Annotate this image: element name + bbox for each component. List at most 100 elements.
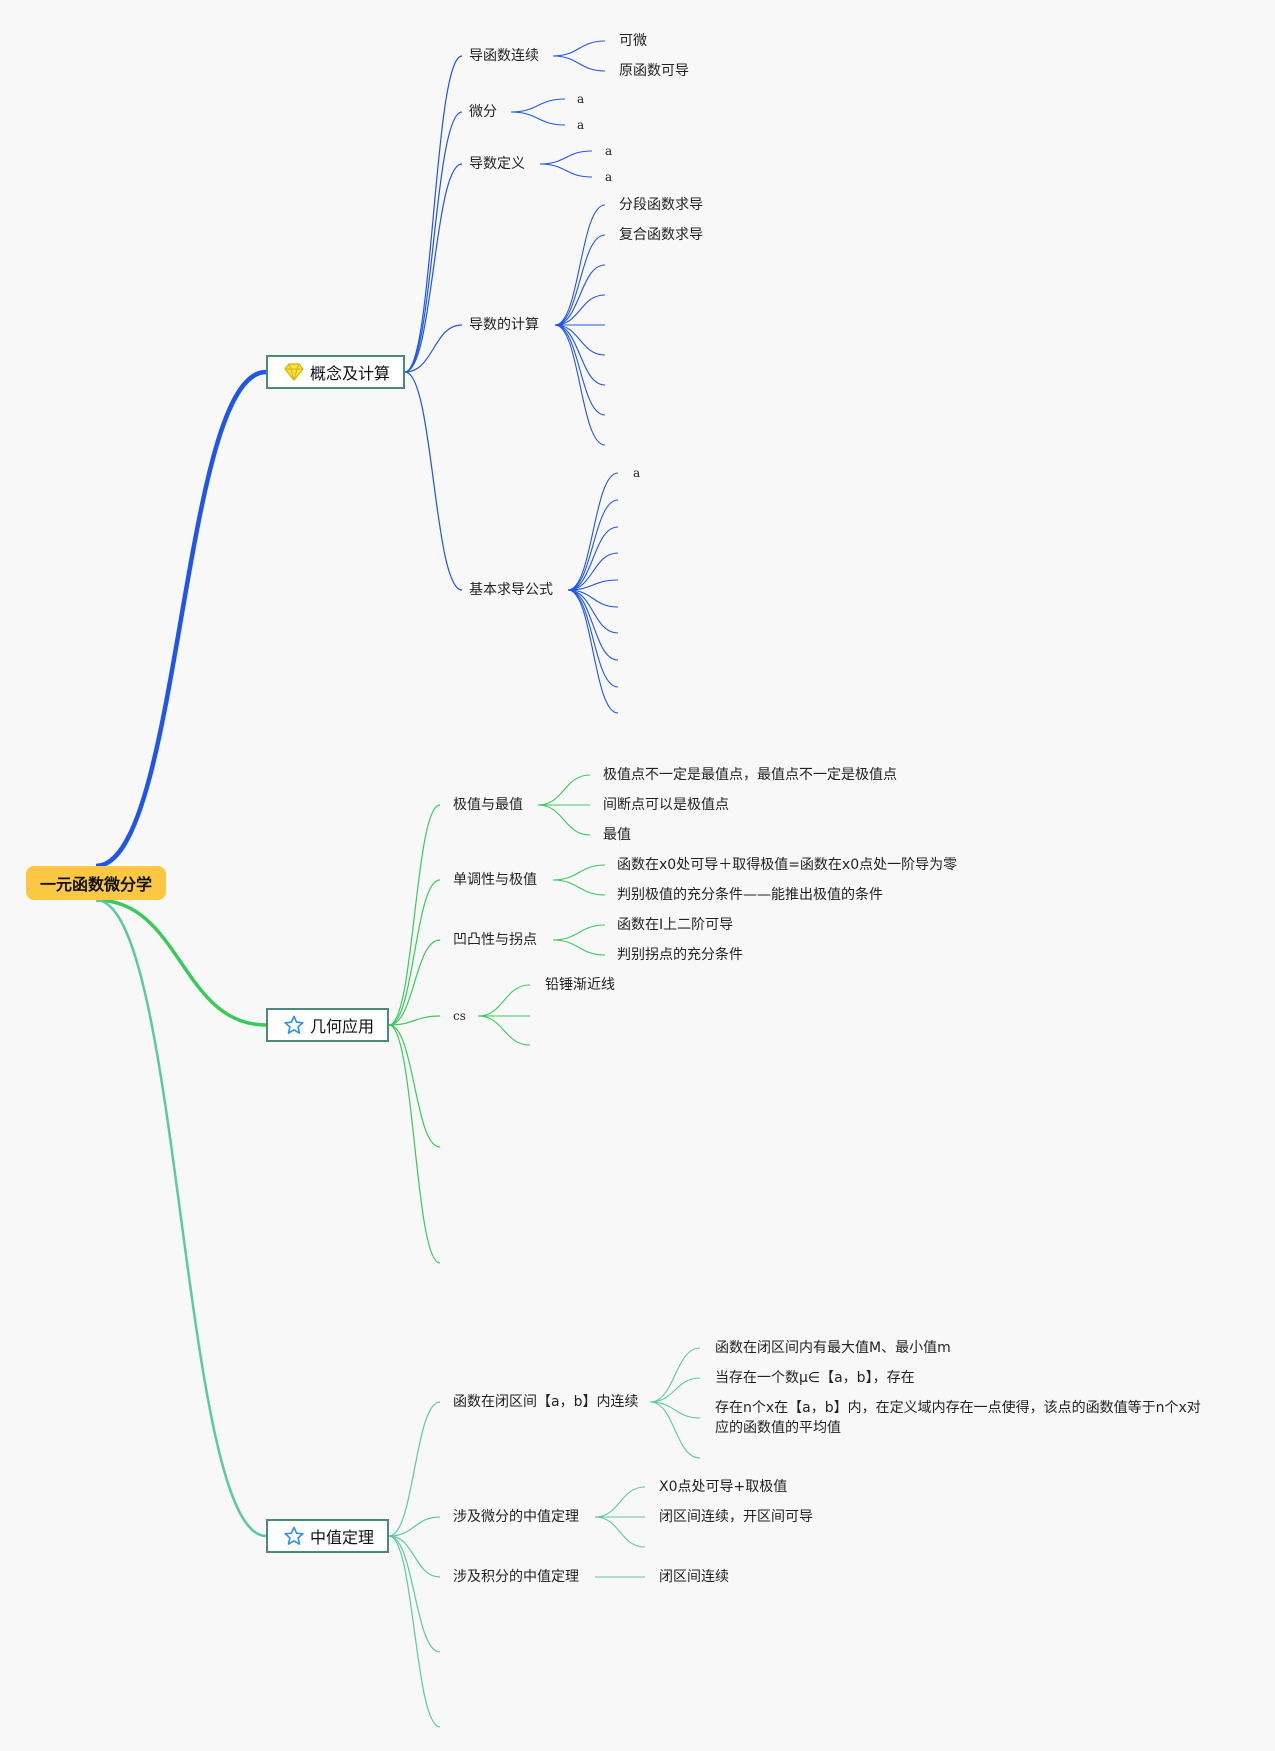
leaf-connector — [554, 294, 606, 326]
leaf-connector — [554, 324, 606, 416]
leaf-connector — [567, 589, 619, 714]
topic-basic-derivative-formulas[interactable]: 基本求导公式 — [469, 582, 553, 598]
topic-derivative-definition[interactable]: 导数定义 — [469, 156, 525, 172]
leaf-connector — [554, 264, 606, 326]
topic-connector — [388, 1535, 441, 1728]
leaf-connector — [537, 804, 591, 836]
branch-title: 概念及计算 — [310, 364, 391, 383]
leaf[interactable]: 闭区间连续，开区间可导 — [659, 1509, 813, 1525]
leaf[interactable]: 原函数可导 — [619, 63, 689, 79]
leaf-connector — [567, 552, 619, 591]
topic-concavity[interactable]: 凹凸性与拐点 — [453, 932, 537, 948]
leaf[interactable]: 函数在I上二阶可导 — [617, 917, 734, 933]
branch-connector — [95, 898, 267, 1027]
leaf-connector — [649, 1377, 701, 1403]
leaf[interactable]: a — [605, 170, 613, 184]
root-node[interactable]: 一元函数微分学 — [26, 866, 166, 900]
leaf[interactable]: 分段函数求导 — [619, 197, 703, 213]
leaf[interactable]: 当存在一个数μ∈【a，b】，存在 — [715, 1370, 915, 1386]
leaf[interactable]: 函数在x0处可导＋取得极值=函数在x0点处一阶导为零 — [617, 857, 958, 873]
leaf-connector — [539, 150, 593, 165]
leaf-connector — [510, 98, 566, 113]
topic-connector — [404, 324, 463, 373]
leaf[interactable]: a — [577, 92, 585, 106]
leaf[interactable]: a — [605, 144, 613, 158]
leaf-connector — [594, 1516, 646, 1548]
topic-derivative-continuity[interactable]: 导函数连续 — [469, 48, 539, 64]
topic-connector — [404, 163, 463, 373]
leaf-connector — [552, 924, 606, 941]
branch-title: 几何应用 — [310, 1017, 375, 1036]
leaf[interactable]: 判别极值的充分条件——能推出极值的条件 — [617, 887, 883, 903]
leaf[interactable]: 极值点不一定是最值点，最值点不一定是极值点 — [603, 767, 897, 783]
branch-mean-value-theorem[interactable]: 中值定理 — [266, 1519, 389, 1553]
leaf-connector — [552, 879, 606, 896]
leaf-connector — [567, 526, 619, 591]
topic-connector — [388, 1535, 441, 1653]
root-title: 一元函数微分学 — [39, 875, 152, 894]
leaf-connector — [649, 1347, 701, 1403]
leaf[interactable]: 闭区间连续 — [659, 1569, 729, 1585]
leaf-connector — [554, 234, 606, 326]
leaf-connector — [477, 1015, 531, 1046]
leaf-connector — [537, 774, 591, 806]
leaf-connector — [477, 984, 531, 1017]
leaf-connector — [567, 579, 619, 591]
leaf[interactable]: a — [633, 466, 641, 480]
leaf-connector — [554, 324, 606, 386]
leaf-connector — [552, 55, 606, 72]
leaf-connector — [539, 163, 593, 178]
leaf-connector — [554, 204, 606, 326]
leaf-connector — [594, 1486, 646, 1518]
topic-connector — [388, 1535, 441, 1578]
topic-integral-mvt[interactable]: 涉及积分的中值定理 — [453, 1569, 579, 1585]
leaf-connector — [567, 589, 619, 688]
leaf-connector — [649, 1401, 701, 1419]
leaf[interactable]: 存在n个x在【a，b】内，在定义域内存在一点使得，该点的函数值等于n个x对应的函… — [715, 1400, 1201, 1436]
topic-extrema[interactable]: 极值与最值 — [453, 797, 523, 813]
topic-connector — [388, 939, 441, 1026]
leaf[interactable]: 可微 — [619, 33, 647, 49]
branch-geometric-application[interactable]: 几何应用 — [266, 1008, 389, 1042]
topic-closed-interval-continuity[interactable]: 函数在闭区间【a，b】内连续 — [453, 1394, 639, 1410]
topic-connector — [388, 804, 441, 1026]
topic-monotonicity[interactable]: 单调性与极值 — [453, 872, 537, 888]
leaf-connector — [552, 864, 606, 881]
branch-concept-calculation[interactable]: 概念及计算 — [266, 355, 405, 389]
leaf-connector — [567, 472, 619, 591]
leaf[interactable]: 间断点可以是极值点 — [603, 797, 729, 813]
leaf[interactable]: 复合函数求导 — [619, 227, 703, 243]
star-icon — [284, 1015, 304, 1034]
topic-differential[interactable]: 微分 — [469, 104, 497, 120]
topic-connector — [388, 1015, 441, 1026]
topic-connector — [388, 1024, 441, 1264]
leaf[interactable]: 函数在闭区间内有最大值M、最小值m — [715, 1340, 951, 1356]
topic-differential-mvt[interactable]: 涉及微分的中值定理 — [453, 1509, 579, 1525]
topic-connector — [404, 371, 463, 591]
branch-connector — [95, 369, 267, 869]
leaf-connector — [649, 1401, 701, 1459]
topic-connector — [404, 55, 463, 373]
diamond-icon — [284, 363, 304, 381]
leaf-connector — [552, 939, 606, 956]
topic-derivative-computation[interactable]: 导数的计算 — [469, 317, 539, 333]
topic-cs[interactable]: cs — [453, 1009, 466, 1023]
branch-title: 中值定理 — [310, 1528, 375, 1547]
topic-connector — [404, 111, 463, 373]
leaf[interactable]: a — [577, 118, 585, 132]
leaf[interactable]: 铅锤渐近线 — [545, 977, 615, 993]
connector-lines — [95, 40, 701, 1728]
leaf[interactable]: 判别拐点的充分条件 — [617, 947, 743, 963]
leaf-connector — [510, 111, 566, 126]
leaf-connector — [567, 499, 619, 591]
topic-connector — [388, 879, 441, 1026]
leaf-connector — [554, 324, 606, 446]
branch-connector — [95, 898, 267, 1538]
leaf-connector — [552, 40, 606, 57]
leaf[interactable]: 最值 — [603, 827, 631, 843]
topic-connector — [388, 1401, 441, 1537]
star-icon — [284, 1526, 304, 1545]
leaf[interactable]: X0点处可导+取极值 — [659, 1479, 788, 1495]
leaf-connector — [567, 589, 619, 634]
